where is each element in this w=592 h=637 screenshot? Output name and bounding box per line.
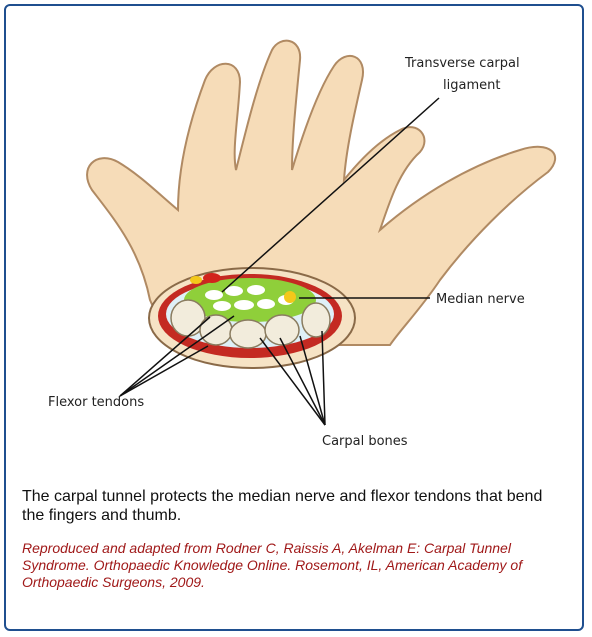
label-ligament-line2: ligament: [443, 78, 500, 93]
figure-credit: Reproduced and adapted from Rodner C, Ra…: [22, 540, 562, 591]
label-ligament-line1: Transverse carpal: [404, 56, 520, 71]
tendon: [257, 299, 275, 309]
tendon: [213, 301, 231, 311]
label-flexor-tendons: Flexor tendons: [48, 395, 144, 410]
carpal-bone: [230, 320, 266, 348]
vessel-yellow: [190, 276, 202, 284]
tendon: [234, 300, 254, 310]
wrist-cross-section: [149, 268, 355, 368]
median-nerve: [284, 291, 296, 303]
vessel-red: [203, 273, 221, 283]
tendon: [247, 285, 265, 295]
figure-caption: The carpal tunnel protects the median ne…: [22, 487, 562, 525]
carpal-bone: [302, 303, 330, 337]
label-median-nerve: Median nerve: [436, 292, 525, 307]
label-carpal-bones: Carpal bones: [322, 434, 408, 449]
carpal-bone: [200, 315, 232, 345]
carpal-tunnel-illustration: Transverse carpal ligament Median nerve …: [0, 0, 592, 480]
tendon: [205, 290, 223, 300]
